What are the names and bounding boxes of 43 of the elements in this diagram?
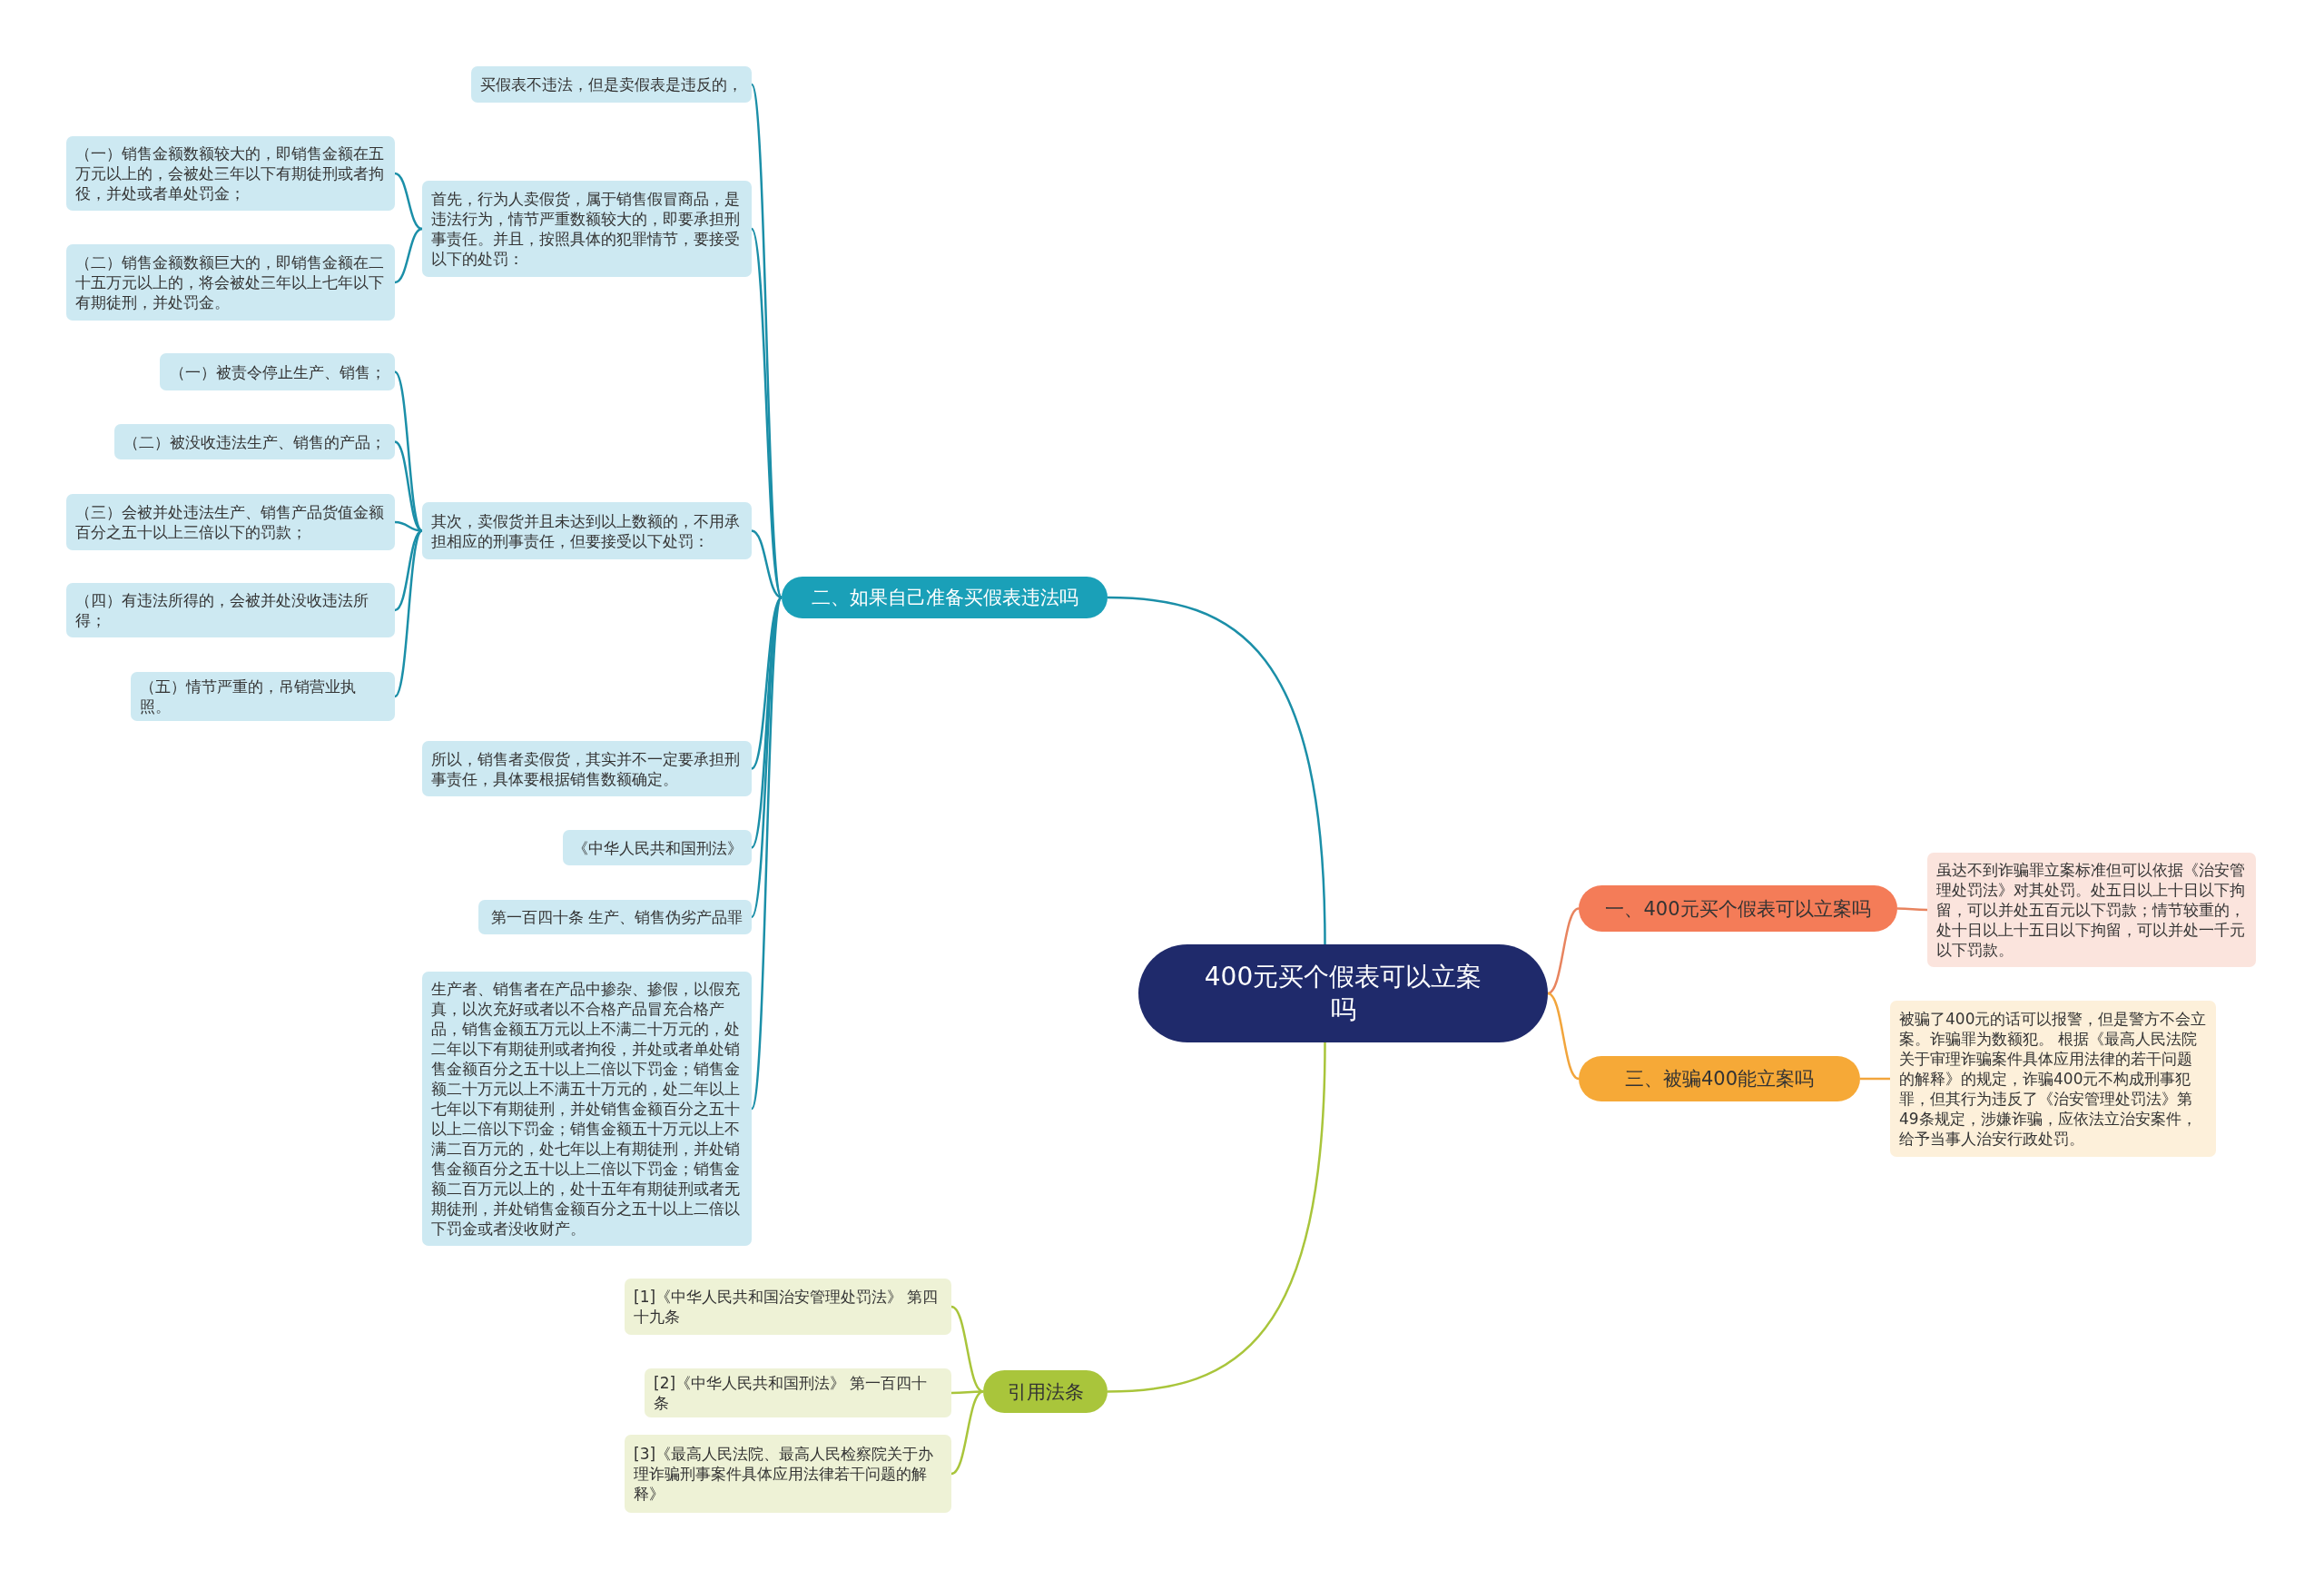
connector-line <box>950 1390 984 1476</box>
connector-line <box>394 227 423 284</box>
connector-line <box>394 172 423 231</box>
topic-box: 三、被骗400能立案吗 <box>1579 1056 1860 1101</box>
connector-line <box>751 597 783 770</box>
connector-line <box>1107 596 1326 945</box>
connector-line <box>750 228 783 598</box>
connector-line <box>1547 992 1580 1081</box>
note-box: 虽达不到诈骗罪立案标准但可以依据《治安管理处罚法》对其处罚。处五日以上十日以下拘留，可以并处五百元以下罚款；情节较重的，处十日以上十五日以下拘留，可以并处一千元以下罚款。 <box>1927 853 2256 967</box>
connector-line <box>1897 907 1927 912</box>
connector-line <box>394 440 423 532</box>
central-topic: 400元买个假表可以立案吗 <box>1138 944 1548 1042</box>
connector-line <box>751 529 783 599</box>
topic-box: 二、如果自己准备买假表违法吗 <box>782 577 1108 618</box>
note-box: 第一百四十条 生产、销售伪劣产品罪 <box>478 900 752 934</box>
note-box: （五）情节严重的，吊销营业执照。 <box>131 672 395 721</box>
note-box: 买假表不违法，但是卖假表是违反的， <box>471 66 752 103</box>
note-box: 《中华人民共和国刑法》 <box>563 830 752 865</box>
note-box: 被骗了400元的话可以报警，但是警方不会立案。诈骗罪为数额犯。 根据《最高人民法院关于审理诈骗案件具体应用法律的若干问题的解释》的规定，诈骗400元不构成刑事犯罪，但其行为违反了《治安管理处罚法》第49条规定，涉嫌诈骗，应依法立治安案件，给予当事人治安行政处罚。 <box>1890 1001 2216 1157</box>
connector-line <box>394 529 423 612</box>
note-box: [1]《中华人民共和国治安管理处罚法》 第四十九条 <box>625 1279 951 1335</box>
connector-line <box>1547 907 1580 995</box>
connector-line <box>750 597 783 1110</box>
note-box: 首先，行为人卖假货，属于销售假冒商品，是违法行为，情节严重数额较大的，即要承担刑事责任。并且，按照具体的犯罪情节，要接受以下的处罚： <box>422 181 752 277</box>
note-box: 其次，卖假货并且未达到以上数额的，不用承担相应的刑事责任，但要接受以下处罚： <box>422 502 752 559</box>
note-box: [3]《最高人民法院、最高人民检察院关于办理诈骗刑事案件具体应用法律若干问题的解释》 <box>625 1435 951 1513</box>
note-box: （一）销售金额数额较大的，即销售金额在五万元以上的，会被处三年以下有期徒刑或者拘役，并处或者单处罚金； <box>66 136 395 211</box>
connector-line <box>951 1390 983 1395</box>
connector-line <box>1860 1077 1890 1081</box>
topic-box: 引用法条 <box>983 1370 1108 1413</box>
connector-line <box>1107 1042 1326 1393</box>
topic-box: 一、400元买个假表可以立案吗 <box>1579 885 1897 932</box>
note-box: （二）销售金额数额巨大的，即销售金额在二十五万元以上的，将会被处三年以上七年以下有期徒刑，并处罚金。 <box>66 244 395 321</box>
note-box: 生产者、销售者在产品中掺杂、掺假，以假充真，以次充好或者以不合格产品冒充合格产品，销售金额五万元以上不满二十万元的，处二年以下有期徒刑或者拘役，并处或者单处销售金额百分之五十以上二倍以下罚金；销售金额二十万元以上不满五十万元的，处二年以上七年以下有期徒刑，并处销售金额百分之五十以上二倍以下罚金；销售金额五十万元以上不满二百万元的，处七年以上有期徒刑，并处销售金额百分之五十以上二倍以下罚金；销售金额二百万元以上的，处十五年有期徒刑或者无期徒刑，并处销售金额百分之五十以上二倍以下罚金或者没收财产。 <box>422 972 752 1246</box>
note-box: （二）被没收违法生产、销售的产品； <box>114 424 395 459</box>
note-box: [2]《中华人民共和国刑法》 第一百四十条 <box>645 1368 951 1417</box>
connector-line <box>950 1305 984 1393</box>
note-box: （三）会被并处违法生产、销售产品货值金额百分之五十以上三倍以下的罚款； <box>66 494 395 550</box>
note-box: （四）有违法所得的，会被并处没收违法所得； <box>66 583 395 637</box>
connector-line <box>394 370 423 532</box>
note-box: 所以，销售者卖假货，其实并不一定要承担刑事责任，具体要根据销售数额确定。 <box>422 741 752 796</box>
connector-line <box>394 529 423 697</box>
note-box: （一）被责令停止生产、销售； <box>160 353 395 390</box>
